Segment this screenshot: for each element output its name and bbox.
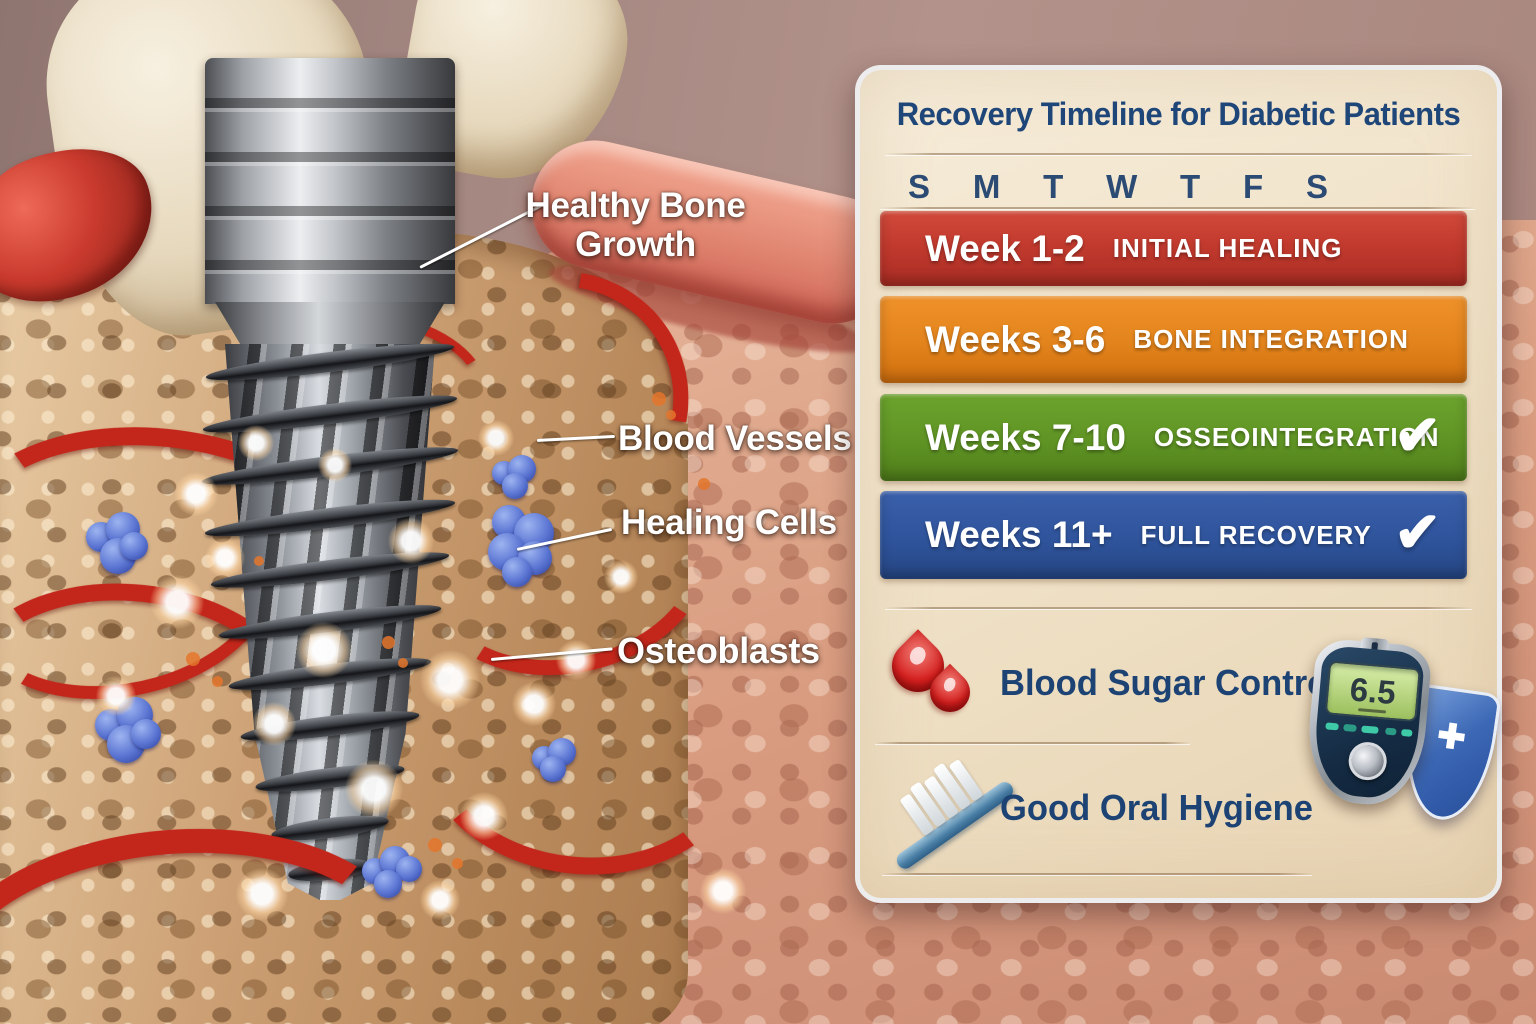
label-healing-cells: Healing Cells [621,503,837,542]
panel-title: Recovery Timeline for Diabetic Patients [896,96,1461,132]
implant-abutment [205,58,455,304]
timeline-bar-weeks-7-10: Weeks 7-10 OSSEOINTEGRATION ✔ [880,394,1467,481]
label-healthy-bone-growth: Healthy Bone Growth [525,186,746,265]
particle-dot [666,410,676,420]
care-label-blood-sugar: Blood Sugar Control [1000,662,1338,703]
glow-sparkle [205,538,245,578]
timeline-range: Weeks 11+ [925,514,1113,555]
particle-dot [698,478,710,490]
divider [880,207,1475,209]
weekday-label: T [1180,168,1201,205]
divider [885,153,1472,155]
label-blood-vessels: Blood Vessels [618,419,852,458]
timeline-bar-week-1-2: Week 1-2 INITIAL HEALING [880,211,1467,286]
implant-collar [215,302,445,348]
glow-sparkle [388,518,434,564]
particle-dot [254,556,264,566]
glow-sparkle [478,420,514,456]
glucose-reading: 6.5 [1348,670,1398,712]
weekday-label: F [1243,168,1264,205]
glow-sparkle [420,650,480,710]
particle-dot [186,652,200,666]
glow-sparkle [556,640,596,680]
glow-sparkle [318,448,352,482]
glow-sparkle [236,868,288,920]
particle-dot [212,676,223,687]
glow-sparkle [460,792,508,840]
glucose-meter-screen: 6.5 [1324,660,1421,723]
timeline-bar-weeks-3-6: Weeks 3-6 BONE INTEGRATION [880,296,1467,383]
particle-dot [428,838,442,852]
timeline-phase: BONE INTEGRATION [1133,324,1409,354]
timeline-range: Weeks 3-6 [925,318,1106,360]
glow-sparkle [296,622,352,678]
particle-dot [652,392,666,406]
weekday-label: S [1305,168,1328,205]
timeline-bar-weeks-11-plus: Weeks 11+ FULL RECOVERY ✔ [880,491,1467,579]
timeline-phase: FULL RECOVERY [1140,519,1372,550]
glow-sparkle [512,682,556,726]
meter-indicator [1343,723,1357,733]
timeline-phase: INITIAL HEALING [1112,233,1343,263]
shield-cross-icon: ✚ [1434,716,1469,758]
divider [885,607,1472,609]
meter-indicator [1361,725,1379,734]
glow-sparkle [420,880,460,920]
timeline-range: Week 1-2 [925,227,1085,269]
meter-indicator [1400,728,1413,737]
label-osteoblasts: Osteoblasts [617,630,820,671]
glow-sparkle [252,702,296,746]
divider [875,742,1190,744]
timeline-range: Weeks 7-10 [925,416,1126,458]
particle-dot [398,658,408,668]
checkmark-icon: ✔ [1394,500,1441,564]
glow-sparkle [96,676,136,716]
particle-dot [452,858,463,869]
glucose-meter-icon: 6.5 [1303,637,1433,809]
checkmark-icon: ✔ [1394,402,1441,466]
glow-sparkle [604,560,638,594]
glow-sparkle [700,868,746,914]
weekday-row: S M T W T F S [908,168,1328,206]
glow-sparkle [238,425,274,461]
particle-dot [382,636,395,649]
glow-sparkle [150,575,204,629]
recovery-timeline-panel: Recovery Timeline for Diabetic Patients … [855,65,1502,903]
weekday-label: W [1106,168,1138,205]
care-label-oral-hygiene: Good Oral Hygiene [1000,787,1314,828]
meter-indicator [1385,727,1397,736]
meter-indicator [1325,722,1339,731]
glow-sparkle [174,472,218,516]
weekday-label: T [1043,168,1064,205]
glow-sparkle [345,760,403,818]
timeline-phase: OSSEOINTEGRATION [1153,422,1440,452]
weekday-label: M [972,168,1001,205]
divider [882,873,1312,875]
weekday-label: S [908,168,931,205]
